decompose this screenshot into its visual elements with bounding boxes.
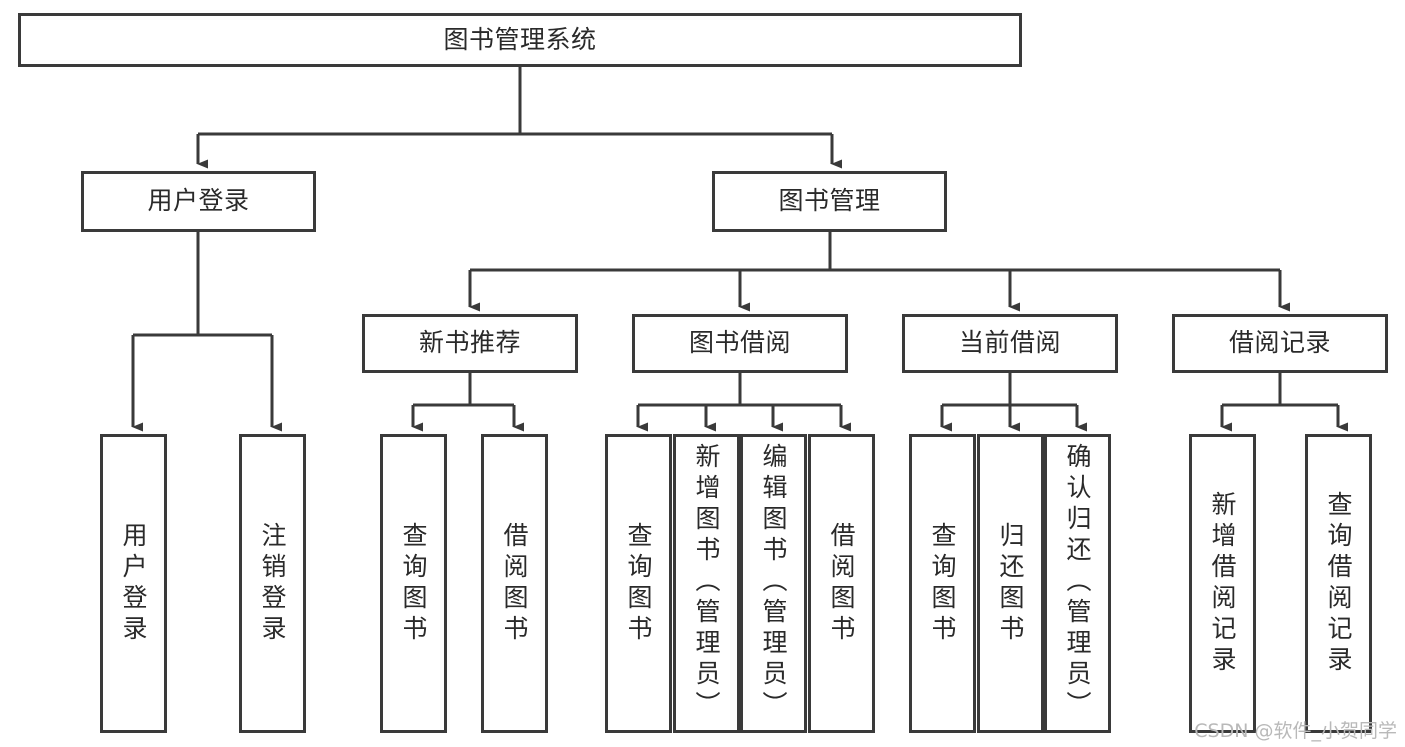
node-label: 新增借阅记录 xyxy=(1208,490,1237,677)
node-label: 查询借阅记录 xyxy=(1324,490,1353,677)
watermark-text: CSDN @软件_小贺同学 xyxy=(1194,720,1397,742)
node-new-book-recommend[interactable]: 新书推荐 xyxy=(362,314,578,373)
node-label: 注销登录 xyxy=(258,521,287,646)
leaf-node-query-book-current[interactable]: 查询图书 xyxy=(909,434,976,733)
node-label: 查询图书 xyxy=(928,521,957,646)
leaf-node-logout-login[interactable]: 注销登录 xyxy=(239,434,306,733)
node-label: 借阅图书 xyxy=(500,521,529,646)
node-label: 用户登录 xyxy=(119,521,148,646)
leaf-node-add-book-admin[interactable]: 新增图书（管理员） xyxy=(673,434,740,733)
node-book-borrow[interactable]: 图书借阅 xyxy=(632,314,848,373)
leaf-node-query-book-borrow[interactable]: 查询图书 xyxy=(605,434,672,733)
node-user-login[interactable]: 用户登录 xyxy=(81,171,316,232)
leaf-node-return-book[interactable]: 归还图书 xyxy=(977,434,1044,733)
node-book-management-system[interactable]: 图书管理系统 xyxy=(18,13,1022,67)
node-label: 图书管理 xyxy=(778,186,881,216)
leaf-node-confirm-return-admin[interactable]: 确认归还（管理员） xyxy=(1044,434,1111,733)
leaf-node-edit-book-admin[interactable]: 编辑图书（管理员） xyxy=(740,434,807,733)
node-label: 图书管理系统 xyxy=(443,24,597,54)
node-current-borrow[interactable]: 当前借阅 xyxy=(902,314,1118,373)
leaf-node-add-borrow-record[interactable]: 新增借阅记录 xyxy=(1189,434,1256,733)
node-label: 新增图书（管理员） xyxy=(692,443,721,722)
node-label: 查询图书 xyxy=(624,521,653,646)
node-label: 图书借阅 xyxy=(688,328,791,358)
leaf-node-borrow-book-recommend[interactable]: 借阅图书 xyxy=(481,434,548,733)
node-label: 新书推荐 xyxy=(418,328,521,358)
leaf-node-user-login[interactable]: 用户登录 xyxy=(100,434,167,733)
node-label: 借阅记录 xyxy=(1228,328,1331,358)
node-label: 确认归还（管理员） xyxy=(1063,443,1092,722)
node-label: 查询图书 xyxy=(399,521,428,646)
leaf-node-query-book-recommend[interactable]: 查询图书 xyxy=(380,434,447,733)
node-label: 归还图书 xyxy=(996,521,1025,646)
leaf-node-query-borrow-record[interactable]: 查询借阅记录 xyxy=(1305,434,1372,733)
leaf-node-borrow-book[interactable]: 借阅图书 xyxy=(808,434,875,733)
node-label: 用户登录 xyxy=(147,186,250,216)
node-label: 当前借阅 xyxy=(958,328,1061,358)
node-book-management[interactable]: 图书管理 xyxy=(712,171,947,232)
node-label: 借阅图书 xyxy=(827,521,856,646)
node-label: 编辑图书（管理员） xyxy=(759,443,788,722)
node-borrow-record[interactable]: 借阅记录 xyxy=(1172,314,1388,373)
